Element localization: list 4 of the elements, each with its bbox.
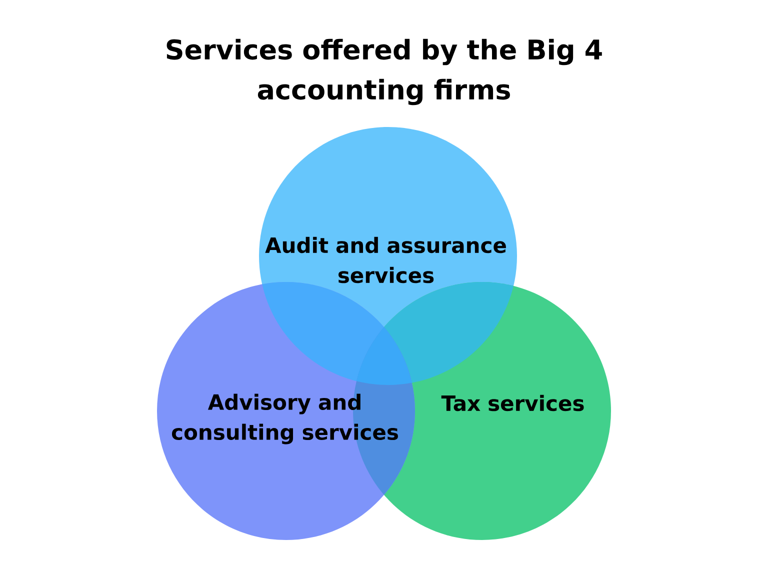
- circle-label: Advisory and consulting services: [172, 394, 398, 444]
- circle-label: Tax services: [441, 394, 584, 412]
- title: Services offered by the Big 4 accounting firms: [166, 38, 602, 106]
- circle-label: Audit and assurance services: [265, 236, 506, 284]
